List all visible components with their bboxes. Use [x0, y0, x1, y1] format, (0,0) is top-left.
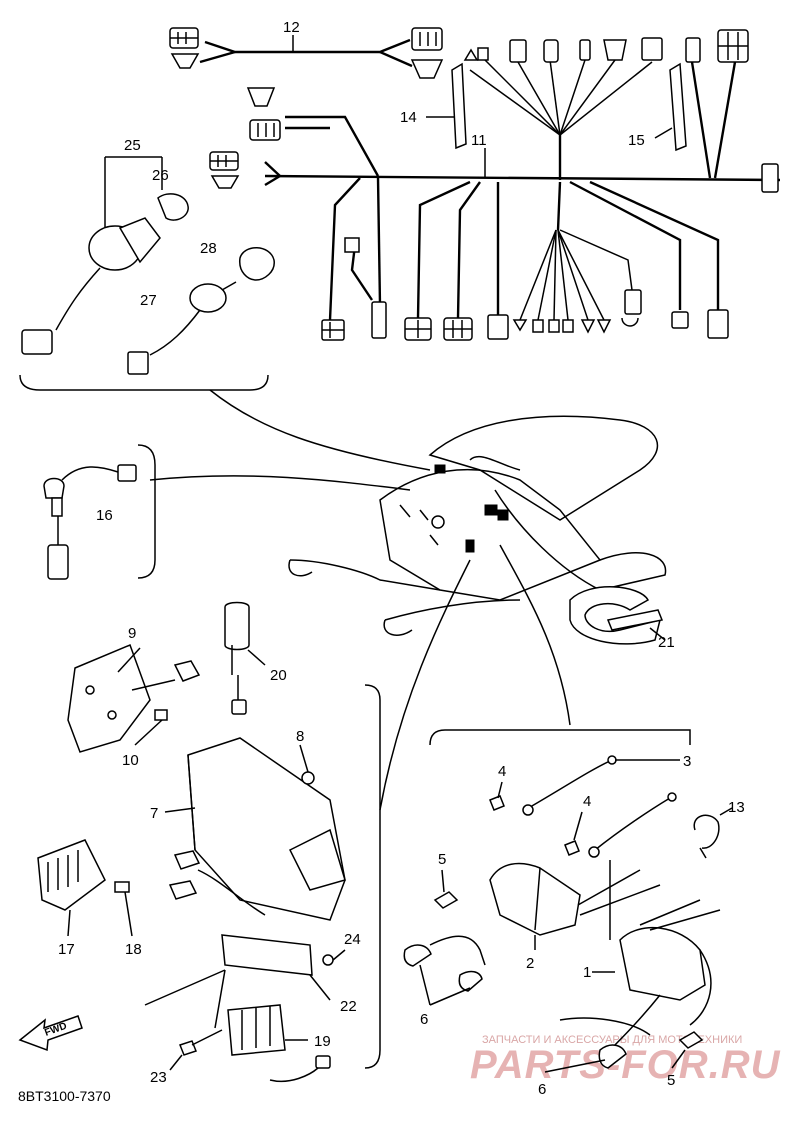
callout-17: 17	[58, 941, 75, 958]
callout-22: 22	[340, 998, 357, 1015]
callout-13: 13	[728, 799, 745, 816]
callout-14: 14	[400, 109, 417, 126]
callout-4b: 4	[583, 793, 591, 810]
brake-switch-group	[43, 444, 156, 580]
callout-18: 18	[125, 941, 142, 958]
watermark: ЗАПЧАСТИ И АКСЕССУАРЫ ДЛЯ МОТОТЕХНИКИ PA…	[470, 1034, 781, 1087]
callout-10: 10	[122, 752, 139, 769]
callout-6b: 6	[538, 1081, 546, 1098]
callout-3: 3	[683, 753, 691, 770]
callout-9: 9	[128, 625, 136, 642]
regulator-group	[144, 934, 346, 1082]
callout-19: 19	[314, 1033, 331, 1050]
callout-15: 15	[628, 132, 645, 149]
ignition-coil-group	[403, 729, 733, 1073]
rectifier-group	[37, 839, 133, 937]
callout-5b: 5	[667, 1072, 675, 1089]
callout-4a: 4	[498, 763, 506, 780]
callout-20: 20	[270, 667, 287, 684]
callout-labels: 1 2 3 4 4 5 5 6 6 7 8 9 10 11 12 13 14 1…	[58, 19, 745, 1098]
callout-24: 24	[344, 931, 361, 948]
callout-25: 25	[124, 137, 141, 154]
document-code: 8BT3100-7370	[18, 1088, 111, 1104]
callout-1: 1	[583, 964, 591, 981]
wire-harness-group	[19, 27, 781, 391]
callout-12: 12	[283, 19, 300, 36]
callout-23: 23	[150, 1069, 167, 1086]
callout-26: 26	[152, 167, 169, 184]
callout-2: 2	[526, 955, 534, 972]
fwd-arrow-icon: FWD	[18, 1015, 83, 1052]
clamp-group	[569, 586, 666, 645]
callout-28: 28	[200, 240, 217, 257]
callout-7: 7	[150, 805, 158, 822]
callout-27: 27	[140, 292, 157, 309]
cdi-unit-group	[164, 684, 381, 1069]
watermark-tagline: ЗАПЧАСТИ И АКСЕССУАРЫ ДЛЯ МОТОТЕХНИКИ	[482, 1034, 742, 1046]
callout-11: 11	[471, 132, 487, 149]
callout-21: 21	[658, 634, 675, 651]
callout-6a: 6	[420, 1011, 428, 1028]
watermark-brand: PARTS-FOR.RU	[470, 1043, 781, 1087]
callout-8: 8	[296, 728, 304, 745]
relay-group	[67, 601, 266, 753]
callout-5a: 5	[438, 851, 446, 868]
snowmobile-outline	[149, 389, 667, 811]
callout-16: 16	[96, 507, 113, 524]
